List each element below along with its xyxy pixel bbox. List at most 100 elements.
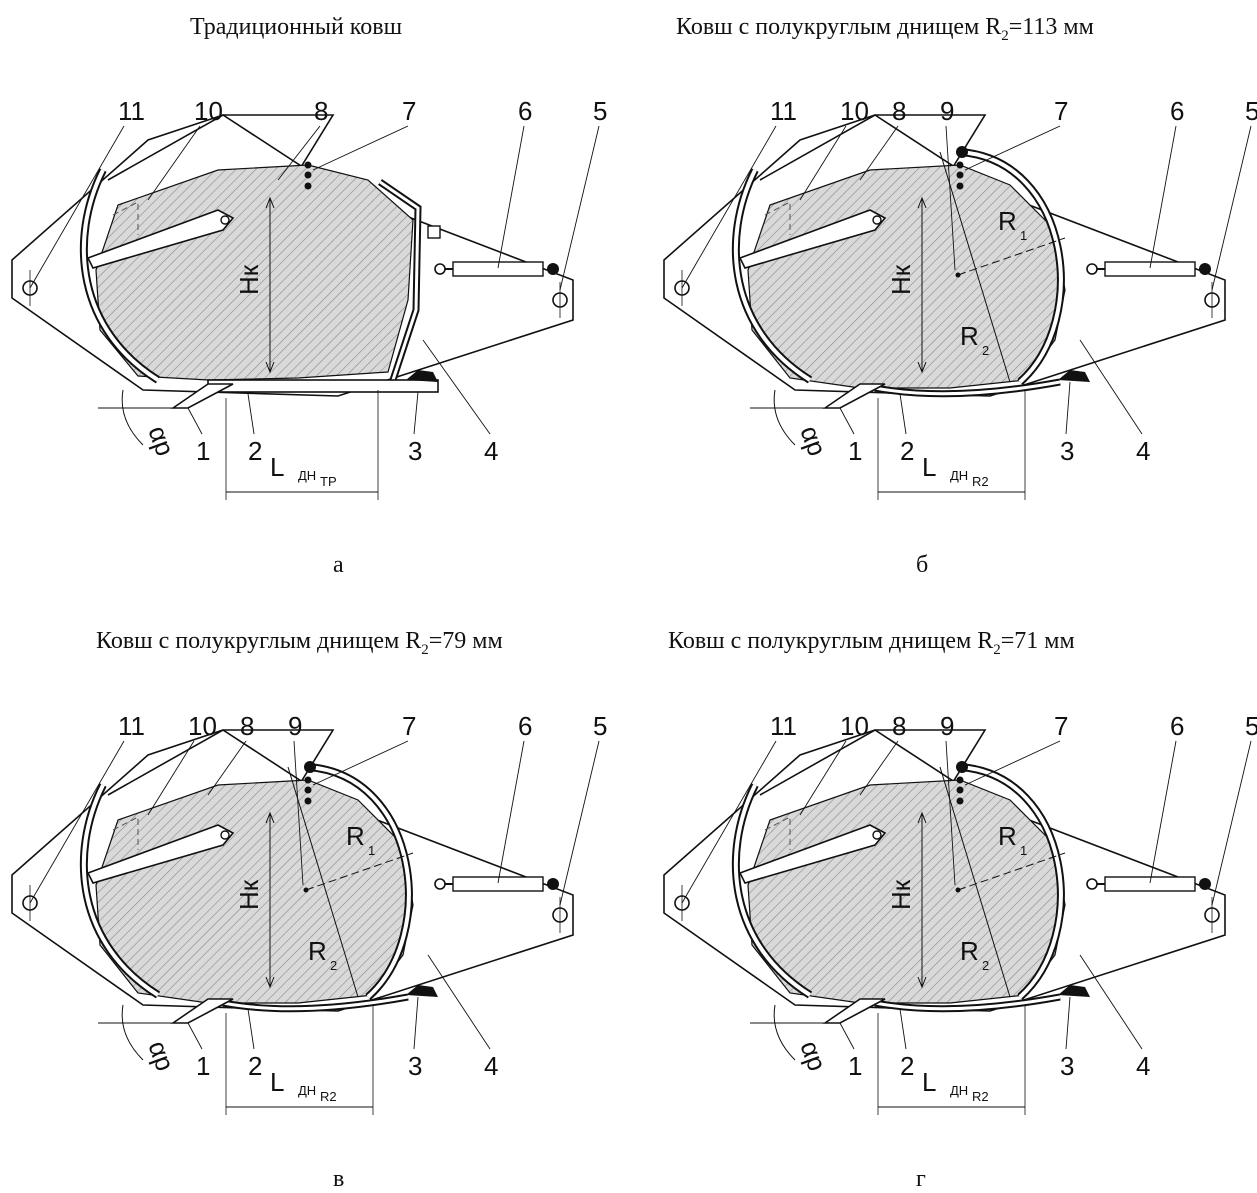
callout-7: 7 [1054, 96, 1068, 126]
callout-2: 2 [900, 436, 914, 466]
length-sub2-label: R2 [972, 1089, 989, 1104]
leader-3 [413, 391, 419, 435]
length-label: L [922, 452, 936, 482]
angle-label: αр [142, 1037, 180, 1075]
cylinder-end [547, 878, 559, 890]
angle-arc [773, 389, 796, 446]
cylinder-end [547, 263, 559, 275]
panel-g-title-post: =71 мм [1000, 628, 1075, 654]
length-sub2-label: ТР [320, 474, 337, 489]
leader-6 [1149, 125, 1177, 269]
leader-11 [29, 125, 125, 289]
callout-9: 9 [288, 711, 302, 741]
leader-6 [1149, 740, 1177, 884]
cylinder-mount [434, 878, 446, 890]
callout-7: 7 [402, 96, 416, 126]
callout-1: 1 [848, 436, 862, 466]
cylinder-body [1104, 261, 1196, 277]
lever-arm [738, 824, 887, 884]
panel-b-title-post: =113 мм [1008, 14, 1094, 40]
angle-label: αр [794, 1037, 832, 1075]
cylinder-end [1199, 263, 1211, 275]
height-label: Нк [234, 879, 264, 910]
callout-1: 1 [196, 436, 210, 466]
callout-1: 1 [196, 1051, 210, 1081]
height-arrow-bottom [917, 361, 927, 374]
callout-9: 9 [940, 711, 954, 741]
callout-11: 11 [770, 96, 797, 126]
callout-5: 5 [593, 711, 607, 741]
seal-block [1058, 370, 1090, 382]
rear-wall-inner [81, 169, 160, 382]
angle-arc [121, 389, 144, 446]
callout-5: 5 [593, 96, 607, 126]
leader-10 [147, 740, 195, 816]
cylinder-mount [1086, 878, 1098, 890]
pivot-knob [956, 761, 968, 773]
leader-9 [945, 125, 956, 271]
length-label: L [270, 452, 284, 482]
hidden-edge [112, 201, 139, 235]
cylinder-body [452, 261, 544, 277]
callout-6: 6 [1170, 711, 1184, 741]
sensor-dot [304, 182, 312, 190]
height-arrow-top [917, 811, 927, 824]
r1-label: R [346, 821, 365, 851]
leader-4 [422, 339, 491, 435]
lever-arm [86, 209, 235, 269]
callout-2: 2 [900, 1051, 914, 1081]
panel-g-title-pre: Ковш с полукруглым днищем R [668, 628, 994, 654]
front-arc-inner [959, 150, 1063, 384]
hidden-edge [112, 816, 139, 850]
r2-label: R [960, 321, 979, 351]
leader-11 [29, 740, 125, 904]
sensor-dot [956, 161, 964, 169]
leader-11 [681, 125, 777, 289]
radius-r2-line [939, 151, 1011, 383]
callout-7: 7 [1054, 711, 1068, 741]
angle-arc [121, 1004, 144, 1061]
leader-7 [964, 740, 1061, 786]
sensor-dot [304, 797, 312, 805]
callout-8: 8 [314, 96, 328, 126]
callout-3: 3 [408, 1051, 422, 1081]
panel-b-title-pre: Ковш с полукруглым днищем R [676, 14, 1002, 40]
panel-b-title: Ковш с полукруглым днищем R2=113 мм [676, 14, 1094, 45]
leader-8 [859, 740, 899, 796]
callout-9: 9 [940, 96, 954, 126]
sensor-dot [304, 776, 312, 784]
r1-label: R [998, 206, 1017, 236]
leader-8 [277, 125, 321, 181]
leader-10 [799, 125, 847, 201]
leader-9 [293, 740, 304, 886]
r1-sub-label: 1 [368, 843, 375, 858]
r1-label: R [998, 821, 1017, 851]
panel-g-title-sub: 2 [993, 641, 1001, 658]
callout-4: 4 [1136, 436, 1150, 466]
pivot-knob [304, 761, 316, 773]
panel-v-title-pre: Ковш с полукруглым днищем R [96, 628, 422, 654]
callout-10: 10 [840, 96, 869, 126]
lever-arm [86, 824, 235, 884]
cylinder-mount [1086, 263, 1098, 275]
leader-2 [247, 1008, 255, 1050]
leader-1 [839, 1022, 855, 1050]
cylinder-end [1199, 878, 1211, 890]
lever-pin [220, 215, 230, 225]
angle-label: αр [142, 422, 180, 460]
bottom-arc-inner [874, 380, 1061, 396]
lever-pin [872, 830, 882, 840]
callout-6: 6 [1170, 96, 1184, 126]
r1-sub-label: 1 [1020, 843, 1027, 858]
sensor-dot [304, 171, 312, 179]
hidden-edge [764, 816, 791, 850]
callout-8: 8 [240, 711, 254, 741]
r2-label: R [308, 936, 327, 966]
panel-g-letter: г [916, 1166, 926, 1192]
callout-10: 10 [194, 96, 223, 126]
callout-7: 7 [402, 711, 416, 741]
hinge-block [427, 225, 441, 239]
leader-4 [1079, 339, 1143, 435]
